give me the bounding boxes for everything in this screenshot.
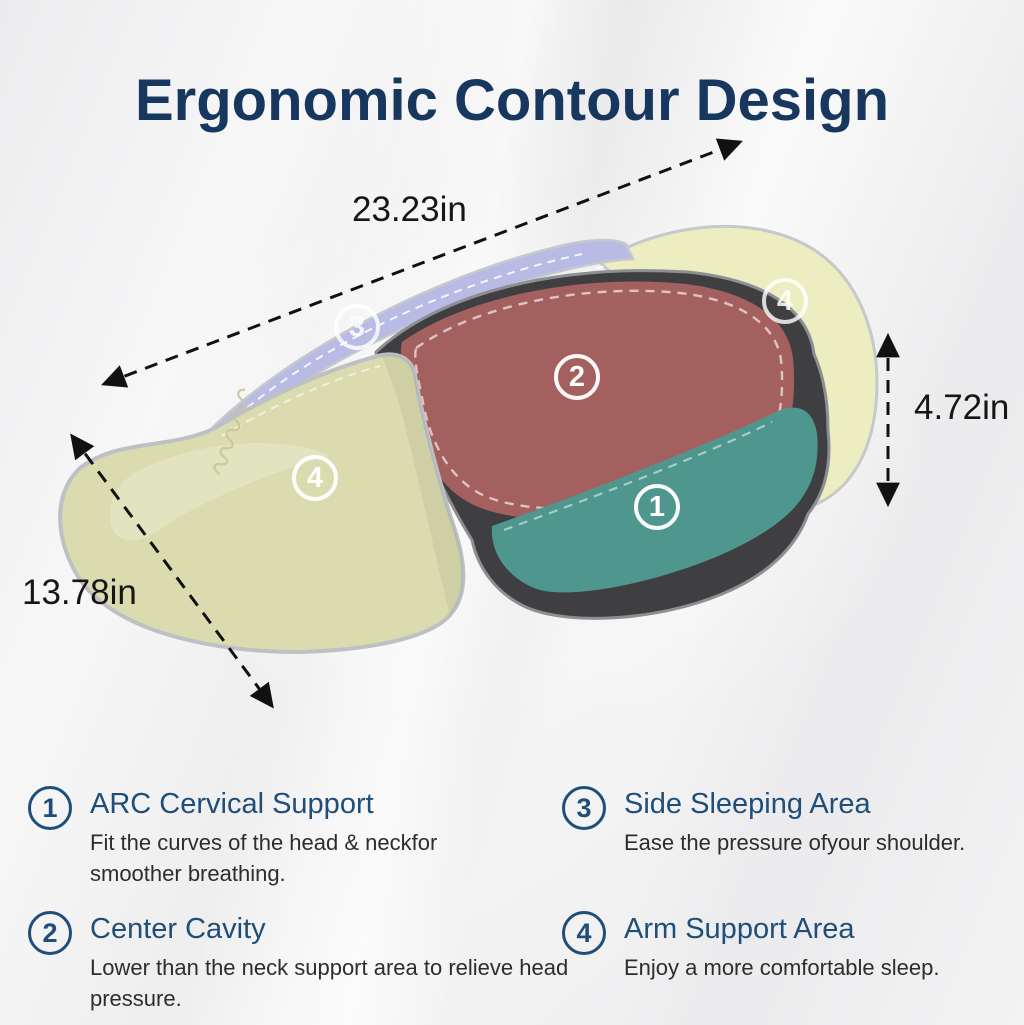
zone-badge-arm-support-right: 4 [762, 278, 808, 324]
legend-item-side-sleeping-area: 3 Side Sleeping Area Ease the pressure o… [562, 786, 966, 858]
zone-badge-center-cavity: 2 [554, 354, 600, 400]
legend-number-1: 1 [28, 786, 72, 830]
left-wing-shading [382, 354, 464, 615]
legend-item-center-cavity: 2 Center Cavity Lower than the neck supp… [28, 911, 595, 1014]
legend-title-1: ARC Cervical Support [90, 788, 374, 820]
legend-desc-4: Enjoy a more comfortable sleep. [624, 955, 940, 980]
stitching [503, 421, 773, 532]
legend-title-2: Center Cavity [90, 913, 266, 945]
page-title: Ergonomic Contour Design [135, 67, 889, 133]
legend-desc-2: Lower than the neck support area to reli… [90, 955, 569, 1012]
legend-number-2: 2 [28, 911, 72, 955]
zone-badge-side-sleeping: 3 [334, 304, 380, 350]
legend-title-3: Side Sleeping Area [624, 788, 871, 820]
legend-desc-1: Fit the curves of the head & neckfor smo… [90, 830, 438, 887]
dimension-arrows [70, 138, 900, 709]
width-arrow [70, 433, 274, 709]
legend-number-3: 3 [562, 786, 606, 830]
zone-badge-arc-cervical: 1 [634, 484, 680, 530]
legend-desc-3: Ease the pressure ofyour shoulder. [624, 830, 966, 855]
legend-number-4: 4 [562, 911, 606, 955]
legend-item-arm-support-area: 4 Arm Support Area Enjoy a more comforta… [562, 911, 940, 983]
length-arrow [101, 138, 743, 388]
legend-item-arc-cervical-support: 1 ARC Cervical Support Fit the curves of… [28, 786, 520, 889]
zone-badge-arm-support-left: 4 [292, 455, 338, 501]
width-dimension-label: 13.78in [22, 573, 137, 612]
length-dimension-label: 23.23in [352, 190, 467, 229]
legend-title-4: Arm Support Area [624, 913, 855, 945]
height-dimension-label: 4.72in [914, 388, 1010, 427]
